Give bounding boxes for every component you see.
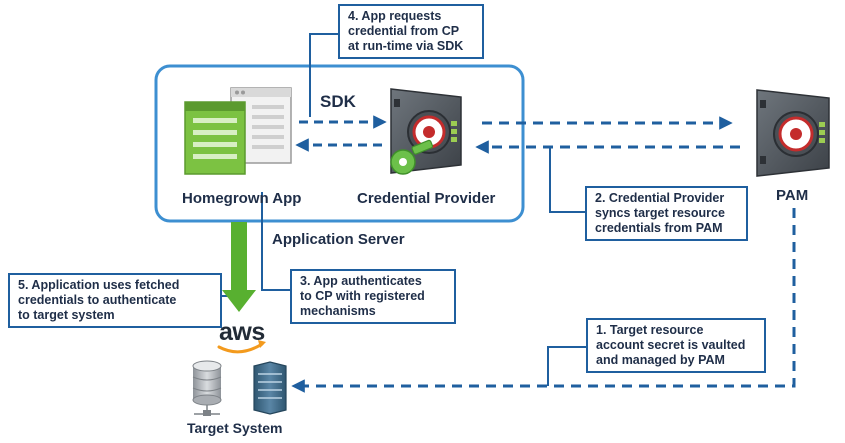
callout-4-leader xyxy=(309,33,338,117)
pam-label: PAM xyxy=(776,187,809,204)
callout-step-5: 5. Application uses fetched credentials … xyxy=(8,273,222,328)
application-windows-icon xyxy=(184,87,292,175)
server-rack-icon xyxy=(253,361,287,415)
application-server-box xyxy=(154,64,525,223)
key-icon xyxy=(390,139,434,175)
callout-2-leader xyxy=(549,147,585,213)
callout-1-leader xyxy=(547,346,586,386)
target-system-label: Target System xyxy=(187,420,283,436)
credential-provider-label: Credential Provider xyxy=(357,190,496,207)
callout-step-3: 3. App authenticates to CP with register… xyxy=(290,269,456,324)
vault-safe-icon xyxy=(756,89,830,177)
aws-logo: aws xyxy=(219,318,265,346)
application-server-label: Application Server xyxy=(272,231,405,248)
green-down-arrow xyxy=(222,222,256,312)
pam-to-target-arrow xyxy=(291,208,796,393)
database-icon xyxy=(192,360,222,416)
aws-logo-smile xyxy=(217,342,264,354)
callout-step-1: 1. Target resource account secret is vau… xyxy=(586,318,766,373)
callout-step-4: 4. App requests credential from CP at ru… xyxy=(338,4,484,59)
callout-3-leader xyxy=(261,192,290,291)
callout-step-2: 2. Credential Provider syncs target reso… xyxy=(585,186,748,241)
homegrown-app-label: Homegrown App xyxy=(182,190,302,207)
sdk-label: SDK xyxy=(320,92,356,111)
